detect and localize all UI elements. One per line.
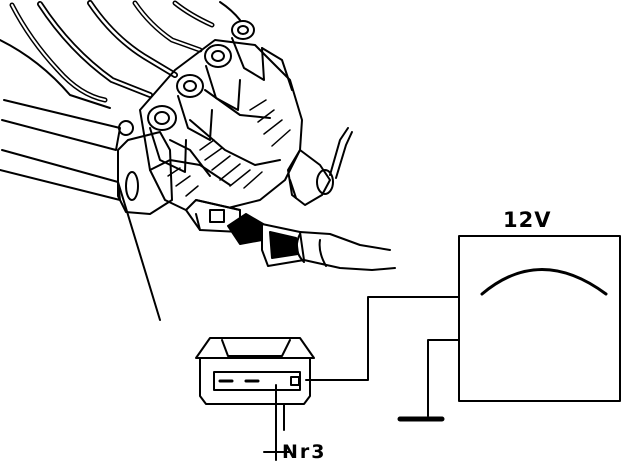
voltmeter-label: 12V	[503, 208, 552, 232]
ground-wire	[427, 339, 460, 417]
plug-connector-icon	[195, 337, 315, 431]
ignition-coil-assembly-illustration	[0, 0, 396, 321]
pin3-probe	[263, 384, 291, 461]
pin-number-label: Nr3	[282, 441, 327, 463]
signal-wire	[305, 296, 460, 381]
voltmeter-icon	[458, 235, 621, 402]
